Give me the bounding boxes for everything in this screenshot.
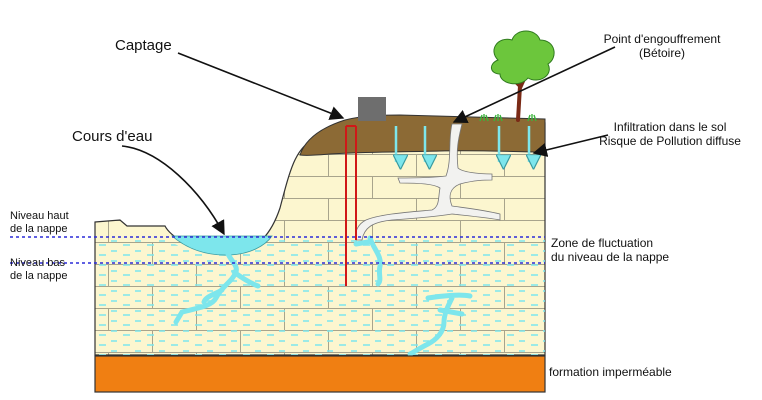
niveau-haut-line2: de la nappe bbox=[10, 223, 69, 236]
infiltration-line2: Risque de Pollution diffuse bbox=[588, 135, 752, 149]
point-engouffrement-line2: (Bétoire) bbox=[602, 47, 722, 61]
niveau-bas-line1: Niveau bas bbox=[10, 257, 68, 270]
captage-label: Captage bbox=[115, 37, 172, 54]
point-engouffrement-label: Point d'engouffrement (Bétoire) bbox=[602, 33, 722, 61]
impermeable-formation bbox=[95, 356, 545, 392]
cours-eau-label: Cours d'eau bbox=[72, 128, 152, 145]
point-engouffrement-line1: Point d'engouffrement bbox=[602, 33, 722, 47]
infiltration-line1: Infiltration dans le sol bbox=[588, 121, 752, 135]
niveau-bas-label: Niveau bas de la nappe bbox=[10, 257, 68, 282]
formation-label: formation imperméable bbox=[549, 366, 672, 380]
saturated-zone bbox=[95, 238, 545, 355]
niveau-haut-line1: Niveau haut bbox=[10, 210, 69, 223]
tree-icon bbox=[491, 31, 554, 120]
zone-fluctuation-line1: Zone de fluctuation bbox=[551, 237, 669, 251]
zone-fluctuation-label: Zone de fluctuation du niveau de la napp… bbox=[551, 237, 669, 265]
infiltration-label: Infiltration dans le sol Risque de Pollu… bbox=[588, 121, 752, 149]
building-icon bbox=[358, 97, 386, 121]
soil-layer bbox=[300, 115, 545, 155]
zone-fluctuation-line2: du niveau de la nappe bbox=[551, 251, 669, 265]
niveau-haut-label: Niveau haut de la nappe bbox=[10, 210, 69, 235]
niveau-bas-line2: de la nappe bbox=[10, 270, 68, 283]
